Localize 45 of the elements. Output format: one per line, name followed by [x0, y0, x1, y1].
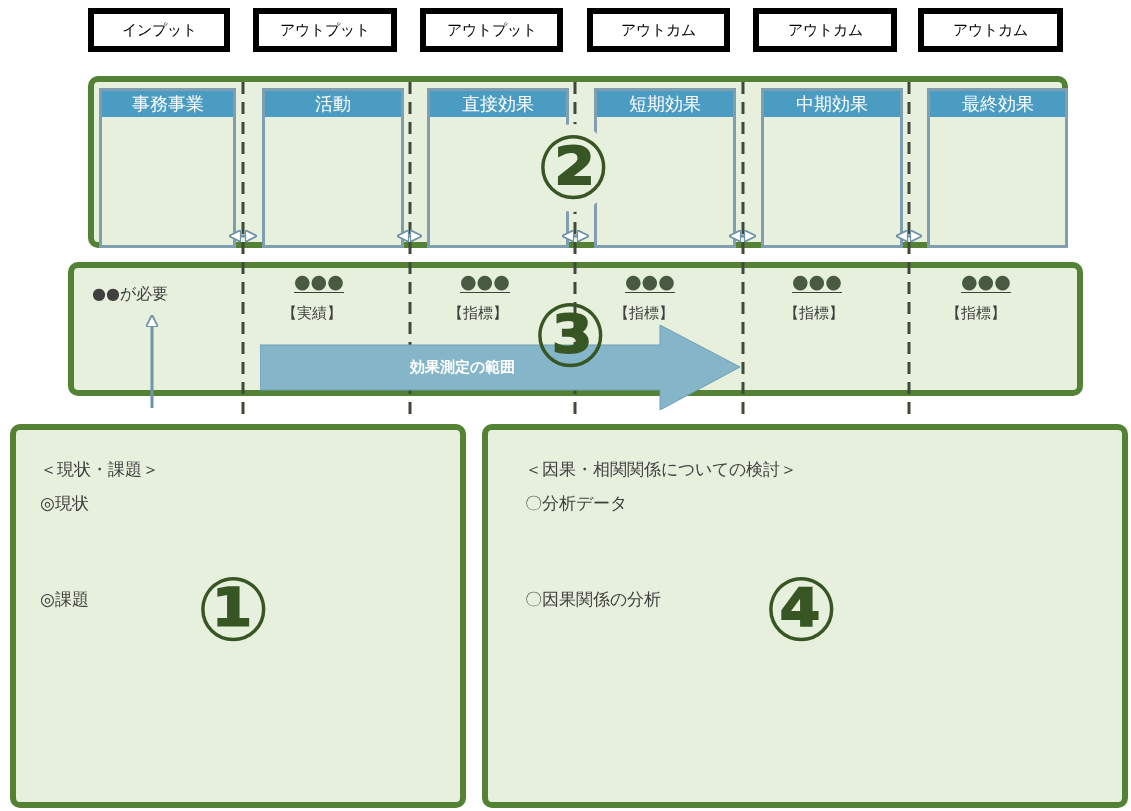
indicator-label: 【指標】: [614, 304, 674, 323]
column-header: 最終効果: [930, 91, 1065, 117]
bullet-item: ◎現状: [40, 492, 89, 515]
stage-label-box: アウトカム: [587, 8, 730, 52]
double-arrow: [560, 229, 591, 243]
double-arrow: [727, 229, 758, 243]
double-arrow: [227, 229, 259, 243]
column-box: [99, 88, 236, 248]
section-heading: ＜因果・相関関係についての検討＞: [525, 458, 797, 481]
circled-number: ①: [196, 566, 271, 654]
bullet-item: ◎課題: [40, 588, 89, 611]
column-box: [262, 88, 404, 248]
panel: [88, 76, 1068, 248]
dot-marks: ●●●: [294, 270, 344, 293]
bullet-item: 〇分析データ: [525, 492, 627, 515]
column-header: 事務事業: [102, 91, 233, 117]
dot-marks: ●●●: [460, 270, 510, 293]
stage-label-box: インプット: [88, 8, 230, 52]
double-arrow: [395, 229, 424, 243]
section-heading: ＜現状・課題＞: [40, 458, 159, 481]
dot-marks: ●●●: [792, 270, 842, 293]
dot-marks: ●●●: [961, 270, 1011, 293]
stage-label-box: アウトカム: [918, 8, 1063, 52]
circled-number: ④: [764, 566, 839, 654]
column-header: 活動: [265, 91, 401, 117]
column-box: [761, 88, 903, 248]
arrow: [145, 313, 159, 408]
column-header: 中期効果: [764, 91, 900, 117]
indicator-label: 【指標】: [784, 304, 844, 323]
arrow-label: 効果測定の範囲: [410, 358, 515, 377]
panel: [482, 424, 1128, 808]
requirement-text: ●●が必要: [92, 282, 196, 306]
column-box: [927, 88, 1068, 248]
column-header: 短期効果: [597, 91, 733, 117]
stage-label-box: アウトカム: [753, 8, 897, 52]
stage-label-box: アウトプット: [253, 8, 397, 52]
indicator-label: 【指標】: [946, 304, 1006, 323]
bullet-item: 〇因果関係の分析: [525, 588, 661, 611]
column-header: 直接効果: [430, 91, 566, 117]
stage-label-box: アウトプット: [420, 8, 563, 52]
indicator-label: 【実績】: [282, 304, 342, 323]
panel: [10, 424, 466, 808]
dot-marks: ●●●: [625, 270, 675, 293]
double-arrow: [894, 229, 924, 243]
indicator-label: 【指標】: [448, 304, 508, 323]
